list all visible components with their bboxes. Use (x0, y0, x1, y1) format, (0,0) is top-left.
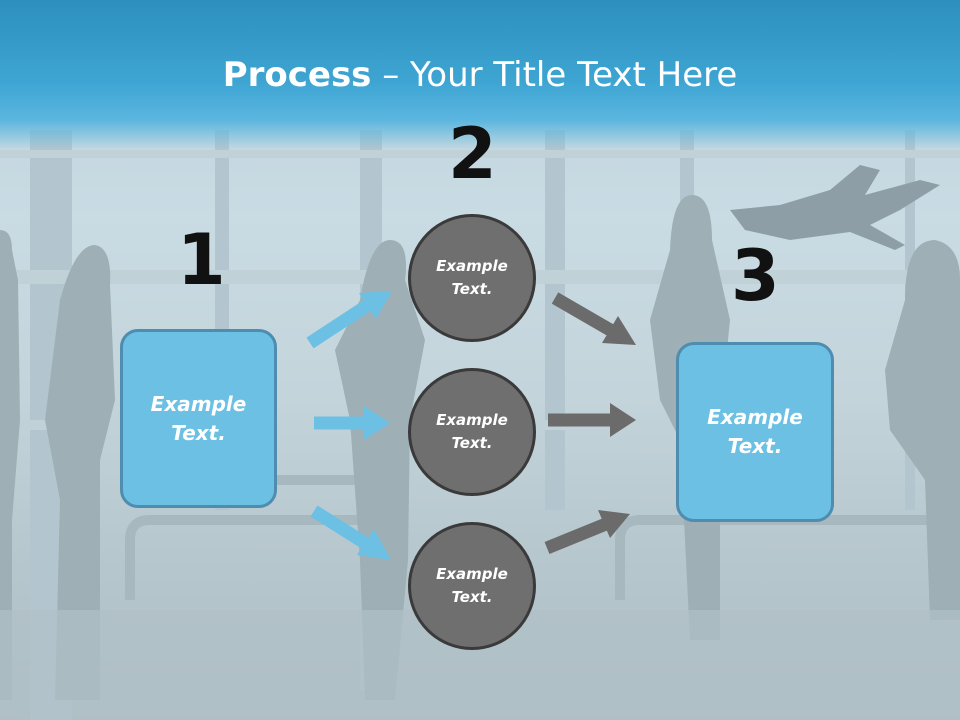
step-3-box: Example Text. (676, 342, 834, 522)
step-number-2: 2 (448, 113, 497, 195)
arrow-from-circle-top (551, 292, 636, 345)
step-1-box: Example Text. (120, 329, 277, 508)
arrow-from-circle-middle (548, 403, 636, 437)
arrow-to-circle-top (306, 291, 392, 349)
arrow-to-circle-bottom (310, 505, 391, 560)
step-2-circle-middle: Example Text. (408, 368, 536, 496)
step-number-3: 3 (731, 235, 780, 317)
step-2-circle-top: Example Text. (408, 214, 536, 342)
header-band (0, 0, 960, 150)
slide-title: Process – Your Title Text Here (0, 52, 960, 98)
title-rest: – Your Title Text Here (371, 55, 738, 95)
arrow-to-circle-middle (314, 406, 390, 440)
title-bold: Process (222, 55, 372, 95)
step-2-circle-bottom: Example Text. (408, 522, 536, 650)
arrow-from-circle-bottom (544, 510, 630, 555)
step-number-1: 1 (177, 219, 226, 301)
